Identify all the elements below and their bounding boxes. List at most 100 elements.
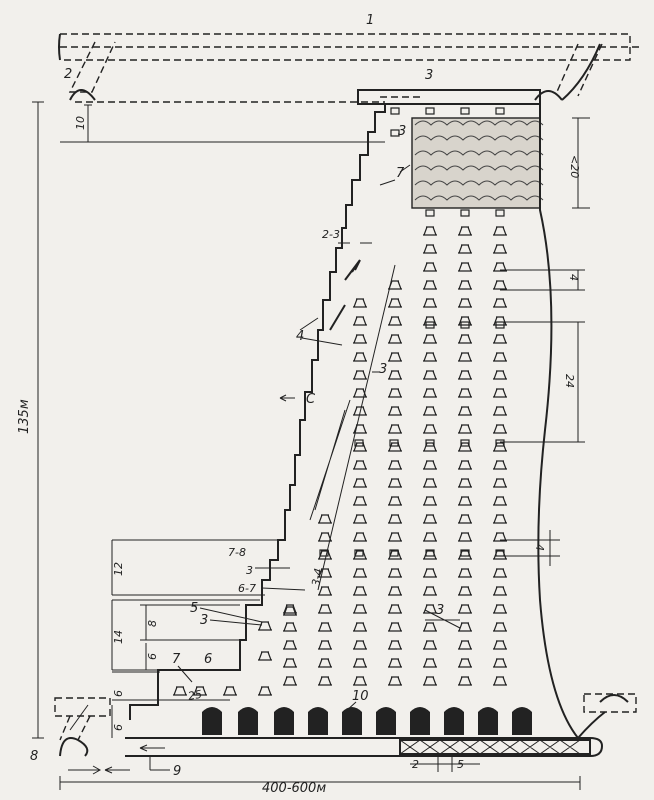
prop-support-icon	[458, 478, 472, 488]
prop-support-icon	[423, 676, 437, 686]
prop-support-icon	[353, 460, 367, 470]
prop-support-icon	[388, 604, 402, 614]
prop-support-icon	[493, 604, 507, 614]
prop-support-icon	[458, 586, 472, 596]
prop-support-icon	[353, 658, 367, 668]
prop-support-icon	[388, 496, 402, 506]
prop-support-icon	[458, 640, 472, 650]
label-3-upper: 3	[398, 124, 406, 139]
bottom-dims	[59, 744, 581, 790]
label-7-lower: 7	[172, 652, 181, 667]
prop-support-icon	[318, 658, 332, 668]
prop-support-icon	[388, 280, 402, 290]
prop-support-icon	[458, 676, 472, 686]
prop-support-icon	[388, 388, 402, 398]
prop-support-icon	[493, 334, 507, 344]
prop-support-icon	[493, 226, 507, 236]
left-level-dims	[111, 539, 280, 738]
prop-support-icon	[388, 532, 402, 542]
prop-support-icon	[458, 604, 472, 614]
prop-support-icon	[458, 424, 472, 434]
prop-support-icon	[283, 604, 297, 614]
label-10: 10	[352, 689, 369, 704]
prop-support-icon	[318, 676, 332, 686]
label-3-top: 3	[425, 68, 433, 83]
ore-chutes-row	[202, 707, 532, 735]
dim-3-text: 3	[246, 564, 253, 577]
prop-support-icon	[458, 262, 472, 272]
prop-support-icon	[493, 640, 507, 650]
label-6: 6	[204, 652, 212, 667]
prop-support-icon	[353, 622, 367, 632]
prop-support-icon	[258, 651, 272, 661]
right-raise	[534, 43, 603, 101]
prop-support-icon	[493, 352, 507, 362]
prop-support-icon	[353, 370, 367, 380]
top-haulage-drift	[58, 33, 640, 61]
prop-support-icon	[353, 586, 367, 596]
prop-support-icon	[388, 316, 402, 326]
prop-support-icon	[458, 568, 472, 578]
prop-support-icon	[423, 532, 437, 542]
prop-support-icon	[423, 460, 437, 470]
prop-support-icon	[353, 640, 367, 650]
dim-less-20-text: <20	[568, 155, 581, 178]
prop-support-icon	[423, 388, 437, 398]
caved-ore-zone	[411, 117, 544, 209]
prop-support-icon	[283, 658, 297, 668]
prop-supports	[173, 226, 507, 696]
prop-support-icon	[388, 658, 402, 668]
prop-support-icon	[458, 442, 472, 452]
prop-support-icon	[388, 514, 402, 524]
prop-support-icon	[353, 442, 367, 452]
left-raise	[68, 41, 385, 103]
prop-support-icon	[423, 244, 437, 254]
prop-support-icon	[318, 622, 332, 632]
label-3-middle: 3	[379, 362, 387, 377]
prop-support-icon	[458, 460, 472, 470]
prop-support-icon	[423, 604, 437, 614]
dim-4-lower-text: 4	[533, 544, 546, 551]
flow-arrows	[309, 259, 396, 591]
prop-support-icon	[493, 514, 507, 524]
prop-support-icon	[423, 568, 437, 578]
dim-14-text: 14	[112, 630, 125, 644]
prop-support-icon	[353, 388, 367, 398]
direction-arrow-c	[279, 394, 295, 402]
prop-support-icon	[388, 550, 402, 560]
label-8: 8	[30, 749, 38, 764]
left-bottom-raise	[54, 697, 111, 757]
prop-support-icon	[423, 280, 437, 290]
prop-support-icon	[353, 334, 367, 344]
dim-8-text: 8	[146, 620, 159, 627]
dim-7-8-text: 7-8	[228, 546, 246, 559]
prop-support-icon	[458, 532, 472, 542]
prop-support-icon	[318, 514, 332, 524]
prop-support-icon	[423, 658, 437, 668]
prop-support-icon	[388, 424, 402, 434]
dim-6-7-text: 6-7	[238, 582, 256, 595]
prop-support-icon	[353, 352, 367, 362]
prop-support-icon	[458, 550, 472, 560]
prop-support-icon	[353, 568, 367, 578]
prop-support-icon	[458, 496, 472, 506]
prop-support-icon	[423, 334, 437, 344]
prop-support-icon	[353, 478, 367, 488]
prop-support-icon	[423, 478, 437, 488]
prop-support-icon	[318, 568, 332, 578]
prop-support-icon	[423, 442, 437, 452]
dim-4-right-lower	[500, 530, 560, 566]
bottom-haulage-drift	[125, 737, 604, 757]
label-7-upper: 7	[396, 166, 405, 181]
dim-4-right	[500, 269, 585, 291]
prop-support-icon	[458, 388, 472, 398]
prop-support-icon	[458, 370, 472, 380]
prop-support-icon	[458, 352, 472, 362]
dim-24	[500, 321, 585, 443]
dim-10-text: 10	[74, 116, 87, 130]
dim-less-20	[572, 117, 590, 209]
prop-support-icon	[388, 442, 402, 452]
prop-support-icon	[423, 370, 437, 380]
dim-6a-text: 6	[146, 653, 159, 660]
arrow-c-label: С	[306, 392, 316, 407]
